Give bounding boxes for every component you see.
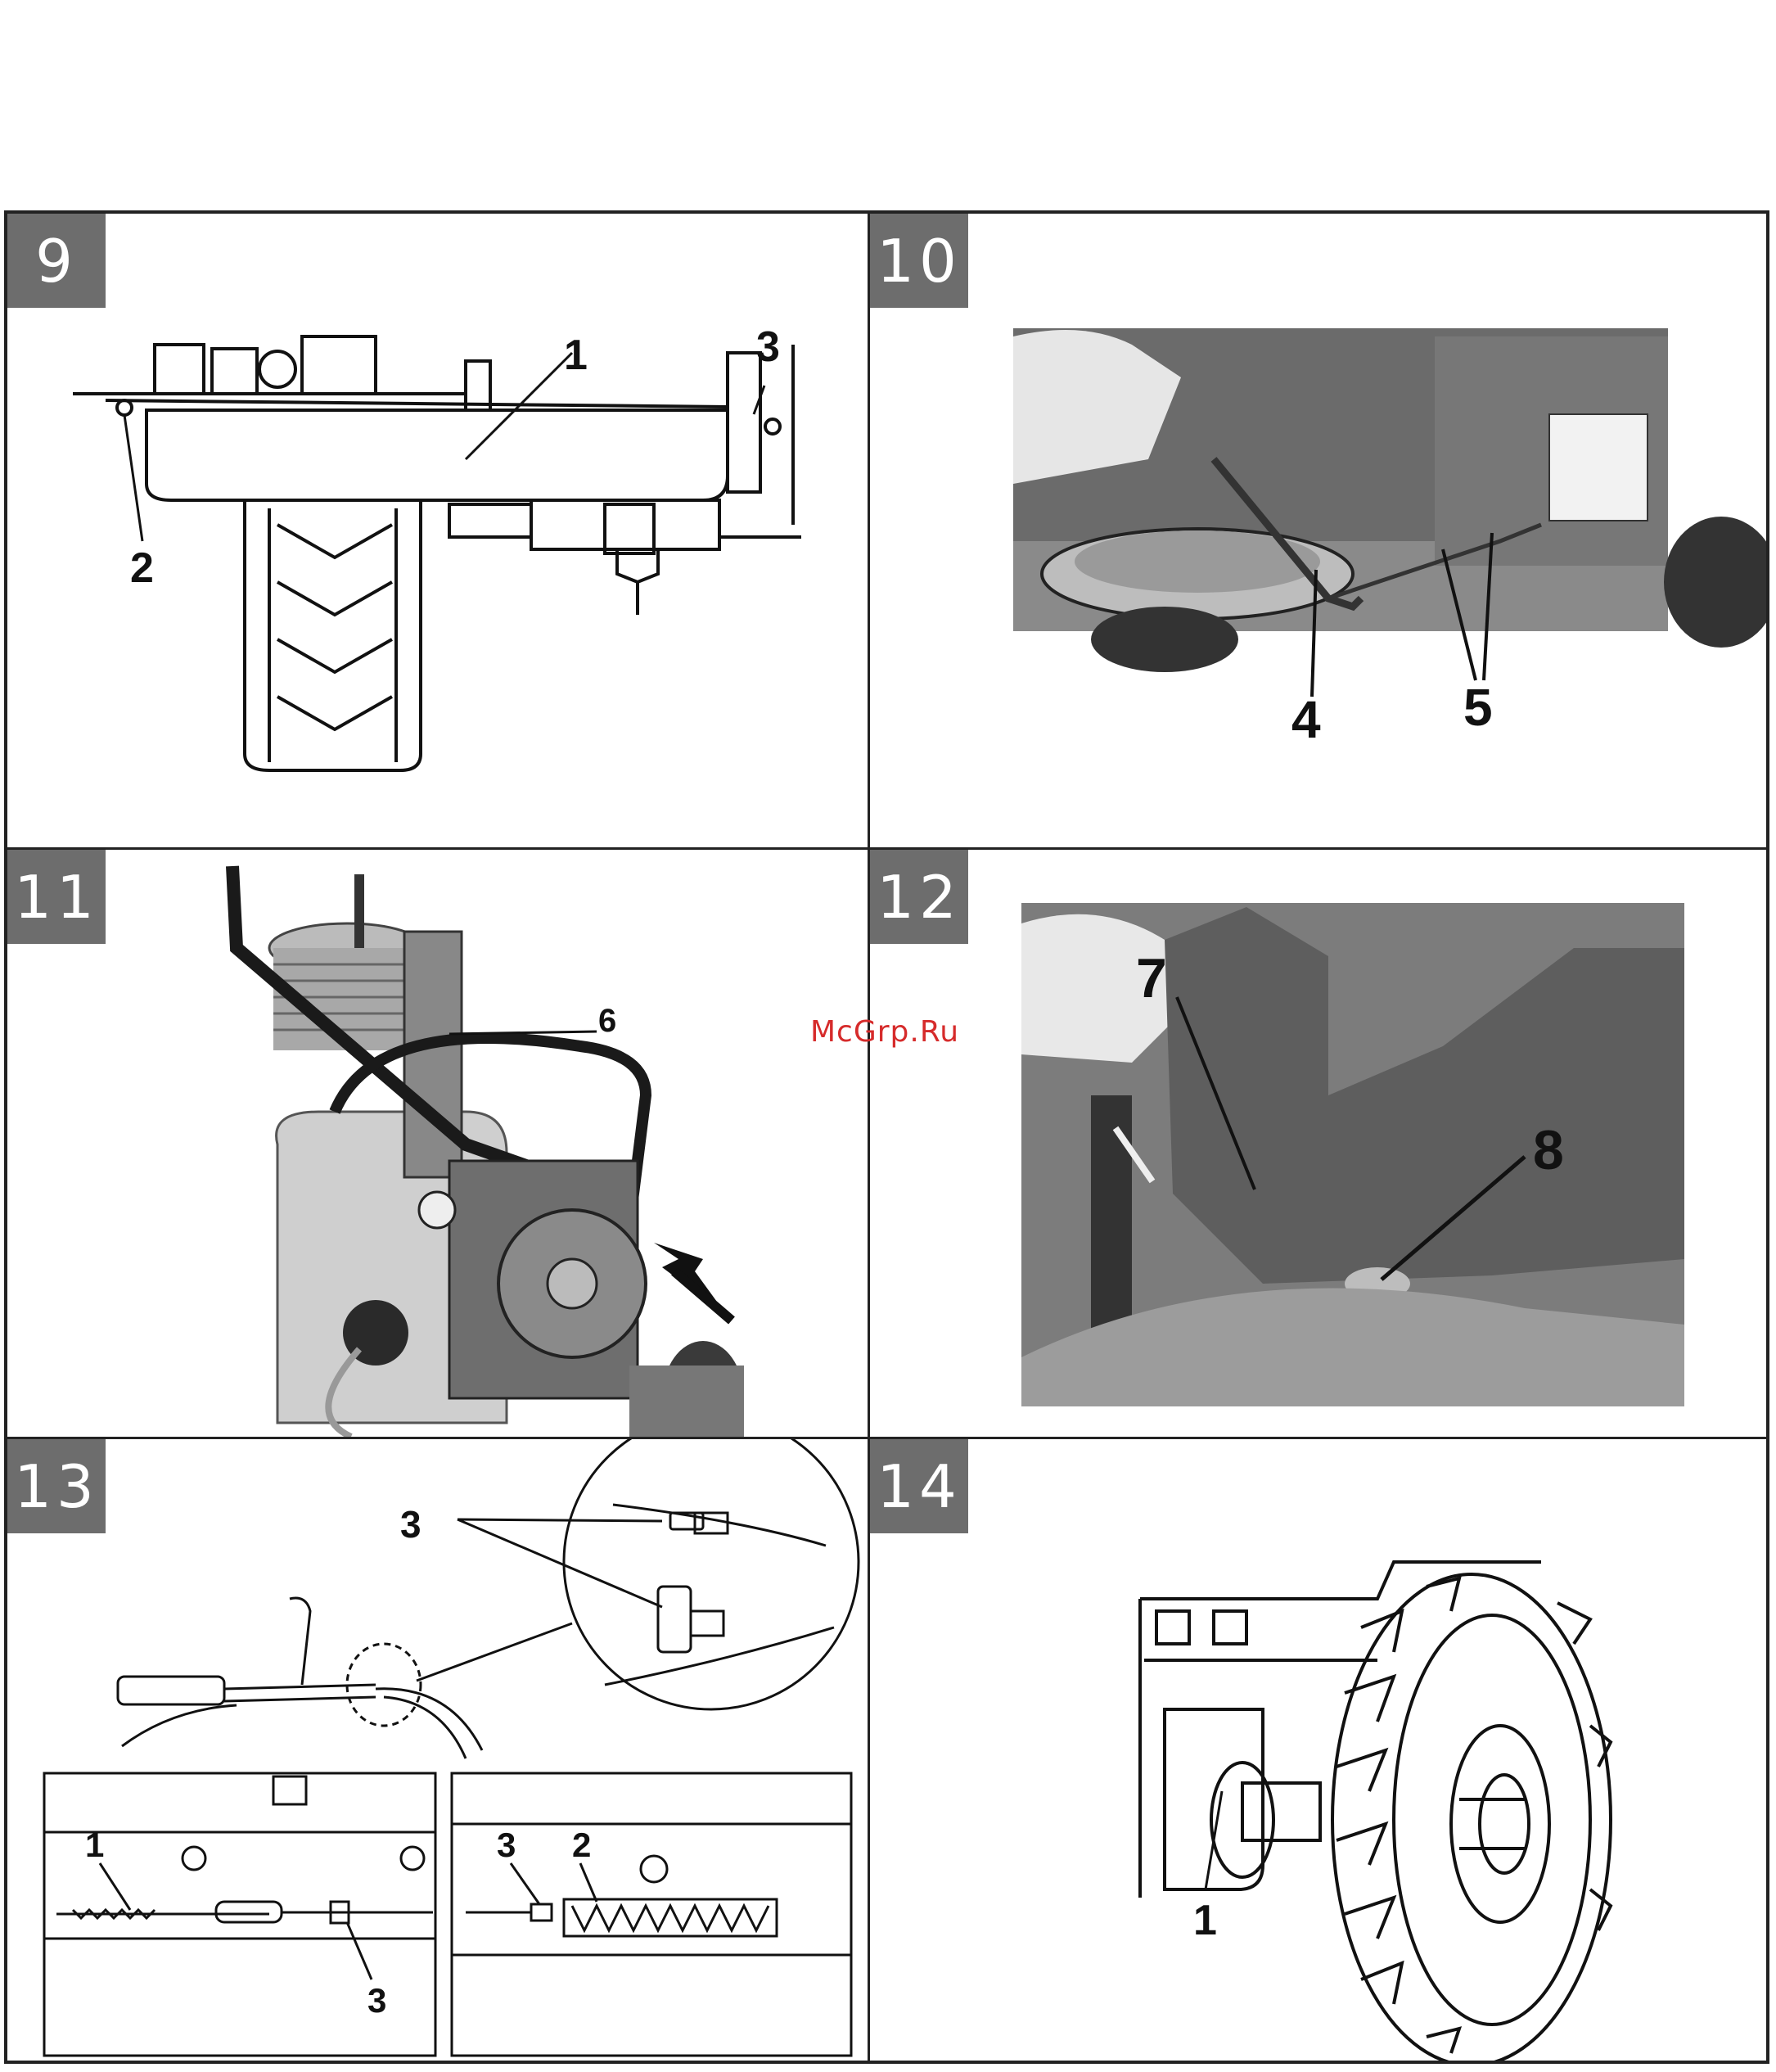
figure-10-photo: 4 5 (870, 214, 1766, 847)
figure-13-panel: 13 (7, 1439, 868, 2061)
watermark-text: McGrp.Ru (810, 1015, 959, 1049)
figure-9-number: 9 (7, 214, 106, 308)
callout-3-left: 3 (367, 1981, 386, 2020)
figure-14-panel: 14 (870, 1439, 1766, 2061)
callout-3-top: 3 (400, 1503, 421, 1546)
wheel-right (1664, 517, 1766, 648)
figure-10-number: 10 (870, 214, 968, 308)
detail-magnifier (564, 1439, 859, 1709)
callout-2: 2 (130, 544, 154, 592)
tire-inner (1394, 1615, 1590, 2025)
figure-14-drawing: 1 (870, 1439, 1766, 2061)
callout-3-right: 3 (497, 1826, 516, 1864)
tire-outer (1332, 1574, 1611, 2061)
callout-1: 1 (85, 1826, 104, 1864)
figure-9-panel: 9 (7, 214, 868, 847)
figure-9-drawing: 1 2 3 (7, 214, 868, 847)
callout-7: 7 (1136, 947, 1167, 1009)
callout-8: 8 (1533, 1119, 1564, 1181)
callout-6: 6 (598, 1003, 616, 1039)
callout-1: 1 (1193, 1897, 1217, 1944)
callout-1: 1 (564, 332, 588, 379)
figure-13-number: 13 (7, 1439, 106, 1533)
handle-grip (118, 1677, 224, 1704)
figure-12-panel: 12 7 8 (870, 850, 1766, 1437)
figure-13-drawing: 3 1 3 3 2 (7, 1439, 868, 2061)
figure-12-photo: 7 8 (870, 850, 1766, 1437)
figure-11-number: 11 (7, 850, 106, 944)
figure-10-panel: 10 4 5 (870, 214, 1766, 847)
warning-label-sticker (1549, 414, 1648, 521)
callout-5: 5 (1463, 678, 1493, 737)
figure-14-number: 14 (870, 1439, 968, 1533)
figure-11-panel: 11 6 (7, 850, 868, 1437)
detail-box-right (452, 1773, 851, 2056)
figure-12-number: 12 (870, 850, 968, 944)
rim (1451, 1726, 1549, 1922)
callout-3: 3 (756, 323, 780, 371)
callout-4: 4 (1291, 690, 1321, 749)
pressure-gauge (419, 1192, 455, 1228)
callout-2: 2 (572, 1826, 591, 1864)
figure-11-photo: 6 (7, 850, 868, 1437)
